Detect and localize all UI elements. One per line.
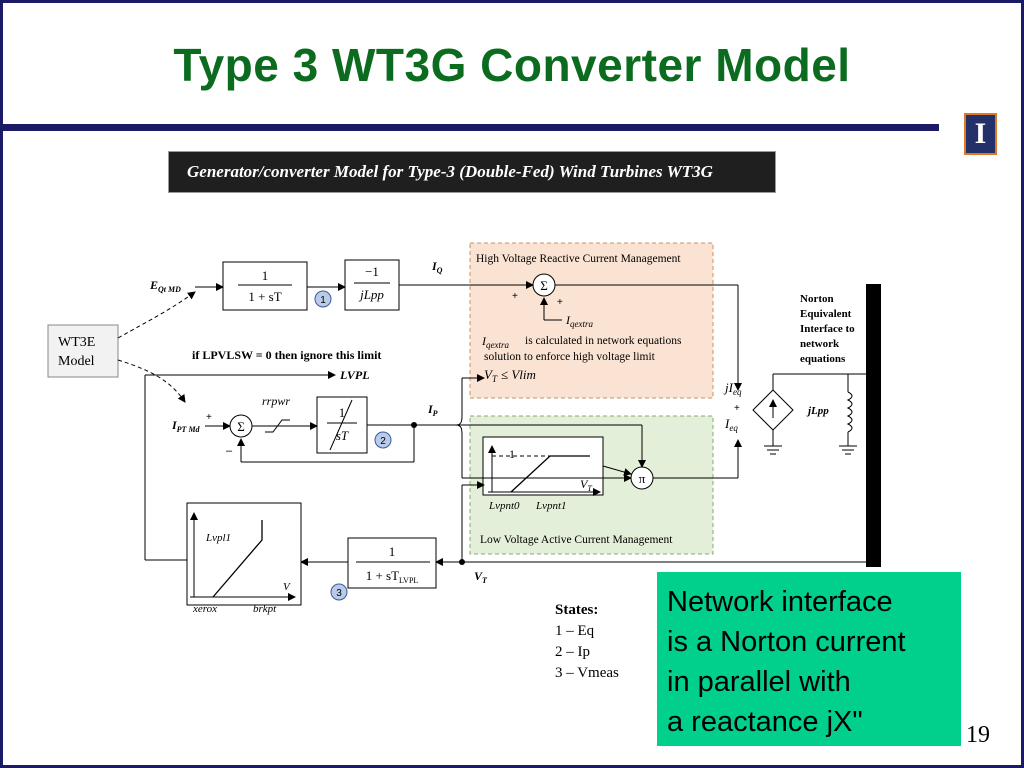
hv-plus-2: + <box>557 297 563 308</box>
source-plus: + <box>734 403 740 414</box>
norton-label: Norton Equivalent Interface to network e… <box>800 293 855 365</box>
reactance-label: jLpp <box>806 405 829 417</box>
vt-label: VT <box>474 569 488 585</box>
logo-letter: I <box>974 117 987 150</box>
ieq-label: Ieq <box>724 416 738 433</box>
jieq-label: jIeq <box>723 380 742 397</box>
lv-curve-box <box>482 436 604 496</box>
lv-box-title: Low Voltage Active Current Management <box>480 534 673 546</box>
lv-curve-to-multiplier <box>602 465 632 476</box>
lvpl-curve-tick-1: brkpt <box>253 603 277 615</box>
lvplsw-note: if LPVLSW = 0 then ignore this limit <box>192 348 381 362</box>
ip-minus: – <box>226 445 233 457</box>
hv-management-box <box>469 242 714 399</box>
callout-line: in parallel with <box>667 666 851 698</box>
hv-condition: VT≤ Vlim <box>484 367 536 384</box>
lvpl-curve-y-label: Lvpl1 <box>205 532 231 544</box>
lag-block-1 <box>222 261 308 311</box>
state-marker-3-label: 3 <box>336 588 342 599</box>
integrator-limit-line <box>329 399 353 451</box>
lvpl-label: LVPL <box>339 368 370 382</box>
hv-box-title: High Voltage Reactive Current Management <box>476 253 681 265</box>
rrpwr-label: rrpwr <box>262 394 290 408</box>
hv-plus-1: + <box>512 291 518 302</box>
states-heading: States: <box>555 602 599 618</box>
diagram-header-bar: Generator/converter Model for Type-3 (Do… <box>168 151 776 193</box>
state-item: 2 – Ip <box>555 644 590 660</box>
callout-line: a reactance jX" <box>667 706 863 738</box>
meas-lag-block <box>347 537 437 589</box>
svg-text:Equivalent: Equivalent <box>800 308 852 320</box>
slide-title: Type 3 WT3G Converter Model <box>173 39 851 91</box>
svg-text:network: network <box>800 338 840 350</box>
gain-block <box>344 259 400 311</box>
ip-cmd-label: IPT Md <box>171 418 201 434</box>
svg-text:Norton: Norton <box>800 293 834 305</box>
hv-note-line1: is calculated in network equations <box>525 335 682 347</box>
meas-lag-den: 1 + sTLVPL <box>366 568 419 585</box>
lv-curve-ramp <box>510 455 590 493</box>
meas-lag-num: 1 <box>389 544 396 559</box>
lvpl-curve-tick-0: xerox <box>192 603 217 615</box>
rate-limit-symbol <box>265 419 290 433</box>
wt3e-to-ip-arrow <box>117 359 186 403</box>
diagram-header-text: Generator/converter Model for Type-3 (Do… <box>187 162 713 181</box>
state-marker-2 <box>374 431 392 449</box>
lvpl-curve-line <box>212 520 263 598</box>
lag-block-1-num: 1 <box>262 268 269 283</box>
title-rule <box>3 124 939 131</box>
ip-label: IP <box>427 402 438 418</box>
lv-x-label-0: Lvpnt0 <box>488 500 520 512</box>
network-bus-bar <box>866 284 881 567</box>
integrator-block <box>316 396 368 454</box>
lag-block-1-den: 1 + sT <box>248 289 281 304</box>
state-marker-1 <box>314 290 332 308</box>
ip-to-hv-line <box>455 378 463 426</box>
reactance-coil <box>846 391 853 433</box>
iq-label: IQ <box>431 259 443 275</box>
eq-cmd-label: EQt MD <box>149 278 181 294</box>
lv-x-label-1: Lvpnt1 <box>535 500 567 512</box>
hv-summer-sigma: Σ <box>540 278 548 293</box>
wt3e-model-block <box>47 324 119 378</box>
state-marker-2-label: 2 <box>380 436 386 447</box>
integrator-den: sT <box>336 428 349 443</box>
hv-note-line2: solution to enforce high voltage limit <box>484 351 656 363</box>
svg-text:equations: equations <box>800 353 846 365</box>
ip-plus: + <box>206 412 212 423</box>
integrator-num: 1 <box>339 405 346 420</box>
wt3e-to-eq-arrow <box>117 291 196 339</box>
lv-curve-one: 1 <box>509 447 515 461</box>
wt3e-line1: WT3E <box>58 335 95 350</box>
state-marker-3 <box>330 583 348 601</box>
wt3e-line2: Model <box>58 354 95 369</box>
state-marker-1-label: 1 <box>320 295 326 306</box>
lv-curve-vt: VT <box>580 477 592 493</box>
state-item: 1 – Eq <box>555 623 595 639</box>
page-number: 19 <box>966 722 990 748</box>
lvpl-curve-x-label: V <box>283 581 291 593</box>
callout-line: is a Norton current <box>667 626 906 658</box>
gain-block-num: −1 <box>365 264 379 279</box>
multiplier-pi: π <box>639 471 646 486</box>
ip-summer-sigma: Σ <box>237 419 245 434</box>
network-interface-callout: Network interface is a Norton current in… <box>657 572 961 746</box>
states-legend: States: 1 – Eq 2 – Ip 3 – Vmeas <box>555 600 619 684</box>
svg-text:Interface to: Interface to <box>800 323 855 335</box>
iqextra-input-label: Iqextra <box>565 313 593 329</box>
iqextra-symbol: Iqextra <box>481 334 509 350</box>
university-logo: I <box>964 113 997 155</box>
ip-to-lv-line <box>455 424 463 478</box>
callout-line: Network interface <box>667 586 893 618</box>
gain-block-den: jLpp <box>358 287 384 302</box>
state-item: 3 – Vmeas <box>555 665 619 681</box>
lvpl-curve-block <box>186 502 302 606</box>
